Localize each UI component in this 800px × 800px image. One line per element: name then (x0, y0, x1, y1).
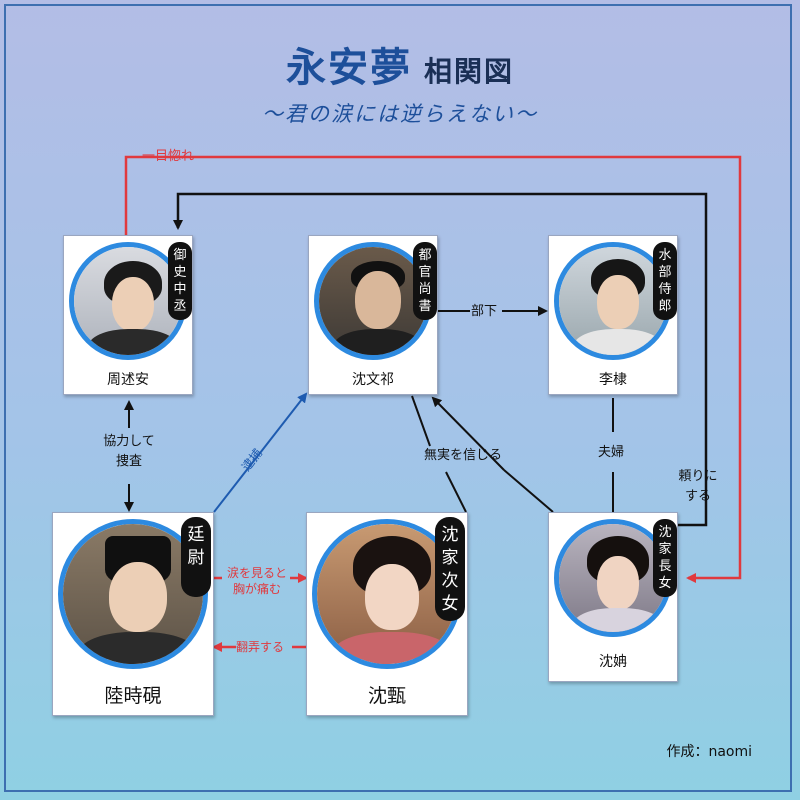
character-portrait (554, 242, 672, 360)
arrow-rely-on (173, 192, 708, 527)
character-portrait (554, 519, 672, 637)
character-card-lu: 廷尉 陸時硯 (52, 512, 214, 716)
label-cooperate-line2: 捜査 (115, 454, 142, 469)
credit-text: 作成：naomi (666, 744, 752, 760)
role-badge: 廷尉 (181, 517, 211, 597)
label-rely-on-line1: 頼りに (678, 469, 718, 484)
label-couple: 夫婦 (598, 445, 625, 460)
character-name: 陸時硯 (104, 685, 162, 707)
label-believe-innocence: 無実を信じる (424, 448, 503, 463)
role-badge: 水部侍郎 (653, 242, 677, 320)
label-rely-on-line2: する (684, 489, 711, 504)
role-badge: 御史中丞 (168, 242, 192, 320)
arrow-believe-from-zhen (445, 471, 467, 513)
role-badge: 都官尚書 (413, 242, 437, 320)
label-rely-on: 頼りに する (670, 467, 726, 507)
role-badge: 沈家次女 (435, 517, 465, 621)
character-portrait (58, 519, 208, 669)
character-card-shen-zhen: 沈家次女 沈甄 (306, 512, 468, 716)
character-name: 沈姌 (599, 654, 627, 670)
character-name: 周述安 (107, 372, 149, 388)
arrow-believe-head (431, 396, 505, 471)
arrow-arrest (213, 392, 308, 513)
character-name: 李棣 (599, 372, 627, 388)
label-subordinate: 部下 (471, 304, 498, 319)
label-toy-with: 翻弄する (236, 640, 285, 654)
page-frame (4, 4, 792, 792)
label-cooperate-line1: 協力して (103, 434, 155, 449)
character-name: 沈文祁 (352, 372, 394, 388)
label-heartache: 涙を見ると 胸が痛む (222, 565, 292, 597)
diagram-subtitle: 〜君の涙には逆らえない〜 (262, 102, 538, 126)
character-card-zhou: 御史中丞 周述安 (63, 235, 193, 395)
arrow-love-at-first-sight (124, 155, 742, 583)
label-heartache-line2: 胸が痛む (232, 582, 281, 596)
character-card-shen-wenqi: 都官尚書 沈文祁 (308, 235, 438, 395)
title-sub: 相関図 (423, 55, 514, 88)
diagram-title: 永安夢相関図 (0, 35, 800, 93)
character-card-shen-yu: 沈家長女 沈姌 (548, 512, 678, 682)
label-heartache-line1: 涙を見ると (226, 566, 287, 580)
role-badge: 沈家長女 (653, 519, 677, 597)
label-cooperate: 協力して 捜査 (93, 432, 165, 472)
character-portrait (69, 242, 187, 360)
character-card-li-di: 水部侍郎 李棣 (548, 235, 678, 395)
character-portrait (312, 519, 462, 669)
arrow-believe-from-yu (411, 395, 554, 513)
title-main: 永安夢 (285, 44, 412, 91)
label-love-at-first-sight: 一目惚れ (142, 149, 195, 164)
character-name: 沈甄 (367, 685, 406, 707)
